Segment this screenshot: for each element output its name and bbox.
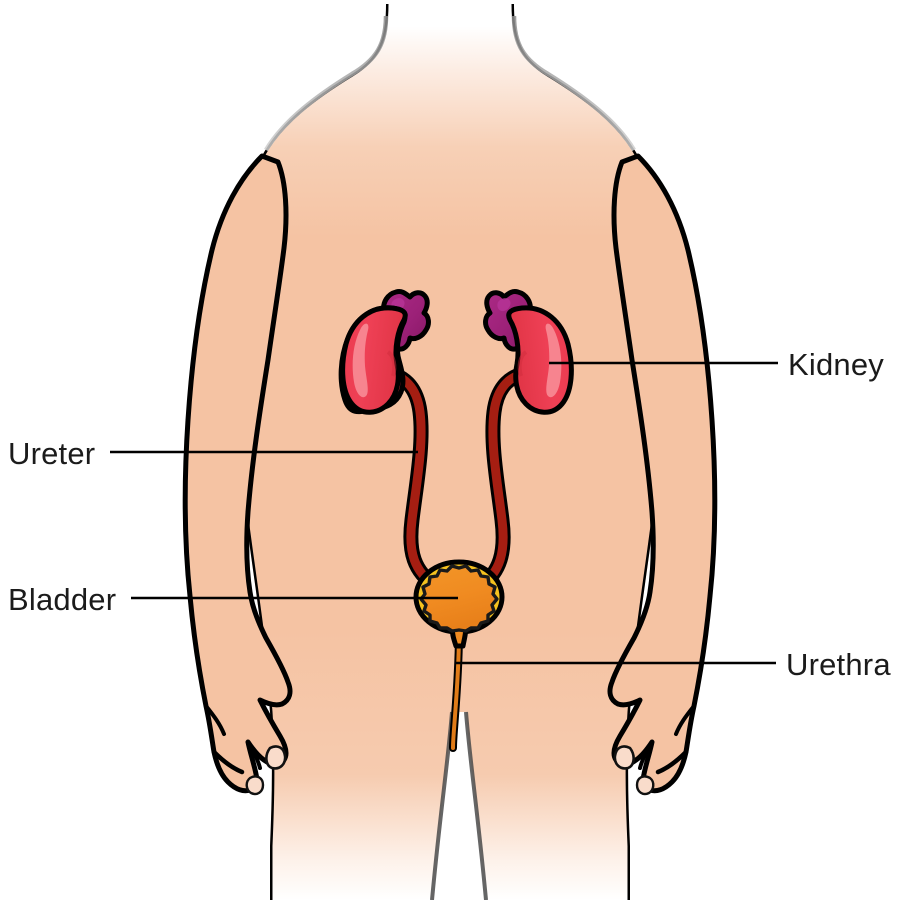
label-ureter: Ureter bbox=[8, 436, 95, 471]
kidney-left-highlight bbox=[352, 323, 369, 398]
label-bladder: Bladder bbox=[8, 582, 116, 617]
ureter-left-tube bbox=[374, 368, 441, 591]
kidney-left-hilum-shadow bbox=[386, 350, 397, 377]
labels: Kidney Ureter Bladder Urethra bbox=[8, 347, 891, 682]
urinary-organs bbox=[338, 289, 574, 752]
inner-thigh-line-right bbox=[464, 711, 488, 900]
left-hand-thumb-crease bbox=[204, 704, 226, 736]
kidney-right-hilum-shadow bbox=[517, 350, 528, 377]
right-fingernail-upper bbox=[613, 745, 635, 770]
urethra-tube bbox=[451, 628, 461, 750]
leader-lines bbox=[110, 361, 778, 665]
adrenal-highlight-right bbox=[497, 298, 511, 312]
label-urethra: Urethra bbox=[786, 647, 891, 682]
right-hand-finger-line-1 bbox=[655, 749, 689, 775]
left-hand-finger-line-1 bbox=[211, 749, 245, 775]
left-fingernail-lower bbox=[245, 775, 265, 796]
torso-shape bbox=[235, 4, 665, 900]
left-hand-finger-line-2 bbox=[246, 740, 262, 770]
kidney-right-highlight bbox=[545, 323, 562, 398]
label-kidney: Kidney bbox=[788, 347, 884, 382]
left-fingernail-upper bbox=[265, 745, 287, 770]
right-hand-finger-line-2 bbox=[638, 740, 654, 770]
torso-outline-top-right-soft bbox=[511, 15, 636, 152]
right-fingernail-lower bbox=[635, 775, 655, 796]
body-figure bbox=[182, 4, 718, 900]
leg-gap bbox=[432, 712, 486, 900]
ureter-right-tube bbox=[476, 368, 540, 591]
torso-outline-top-left-soft bbox=[264, 15, 389, 152]
right-hand-thumb-crease bbox=[674, 704, 696, 736]
bladder-inner-wall bbox=[419, 564, 499, 633]
